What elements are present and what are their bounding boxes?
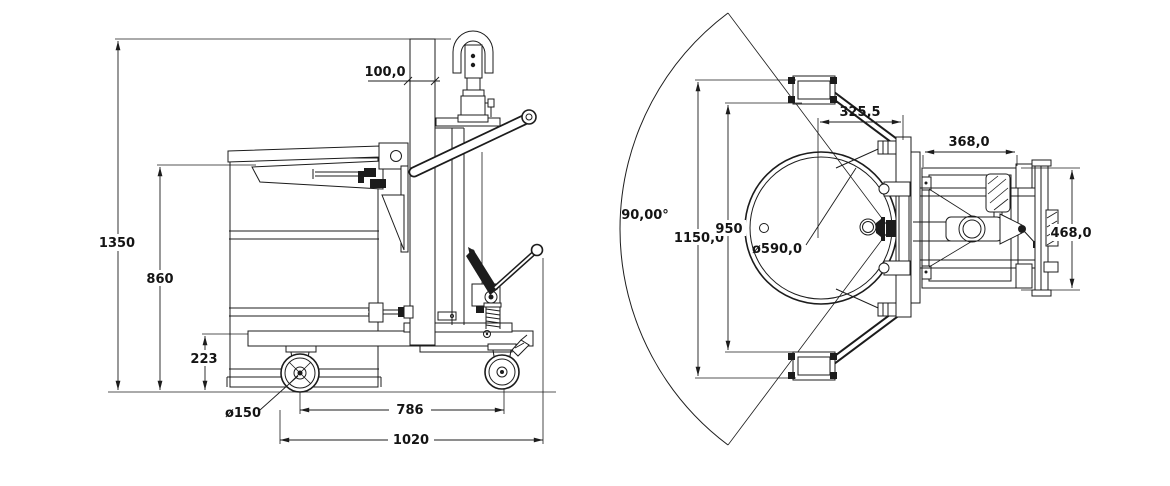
dim-label-chassis-height: 223 [190,352,217,367]
dim-chassis-width: 468,0 [1021,167,1094,291]
lift-mast [409,38,501,346]
pump-spring [485,307,501,329]
dim-label-chassis-width: 468,0 [1050,226,1091,241]
steel-drum-side [226,157,382,388]
dim-chassis-height: 223 [186,336,223,390]
swing-arm-bottom [788,307,904,381]
hydraulic-foot-pump [466,243,544,338]
dim-label-clamp-offset: 325,5 [839,105,880,120]
dim-wheelbase: 786 [300,401,504,418]
front-caster [280,345,320,393]
dim-overall-height: 1350 [97,41,137,390]
dim-label-drum-height: 860 [146,272,173,287]
dim-label-overall-height: 1350 [99,236,135,251]
dim-label-arm-span: 1150,0 [674,231,724,246]
drum-clamp-side [227,142,414,323]
handlebar-top-view [1031,159,1059,297]
dim-label-mast-depth: 100,0 [364,65,405,80]
foot-pedal-top-view [985,173,1011,223]
dim-drum-diameter: ø590,0 [752,167,857,257]
rear-caster-brake [484,334,530,390]
dim-label-caster-diameter: ø150 [225,406,261,421]
dim-label-overall-length: 1020 [393,433,429,448]
swing-arm-top [788,75,904,149]
dim-caster-diameter: ø150 [225,375,299,421]
top-view: 90,00° ø590,0 [619,12,1094,446]
dim-clamp-offset: 325,5 [820,105,904,140]
dim-arm-span: 1150,0 [674,79,796,379]
dim-label-wheel-track: 950 [715,222,742,237]
dim-wheel-track: 950 [712,102,802,353]
clamp-saddle-top-view [835,136,921,318]
steering-handle [408,109,537,178]
lifting-shackle [452,30,495,123]
swing-arc: 90,00° [619,12,891,446]
dim-chassis-length: 368,0 [922,135,1018,167]
dim-overall-length: 1020 [280,431,543,448]
dim-label-drum-diameter: ø590,0 [752,242,802,257]
steel-drum-top [744,118,898,305]
dim-label-chassis-length: 368,0 [948,135,989,150]
dim-mast-depth: 100,0 [364,65,440,86]
dim-label-wheelbase: 786 [396,403,423,418]
dim-drum-height: 860 [141,167,179,390]
dim-label-swing-angle: 90,00° [621,208,669,223]
side-view: 1350 860 223 100,0 786 [97,30,556,448]
chassis-side [247,311,534,353]
